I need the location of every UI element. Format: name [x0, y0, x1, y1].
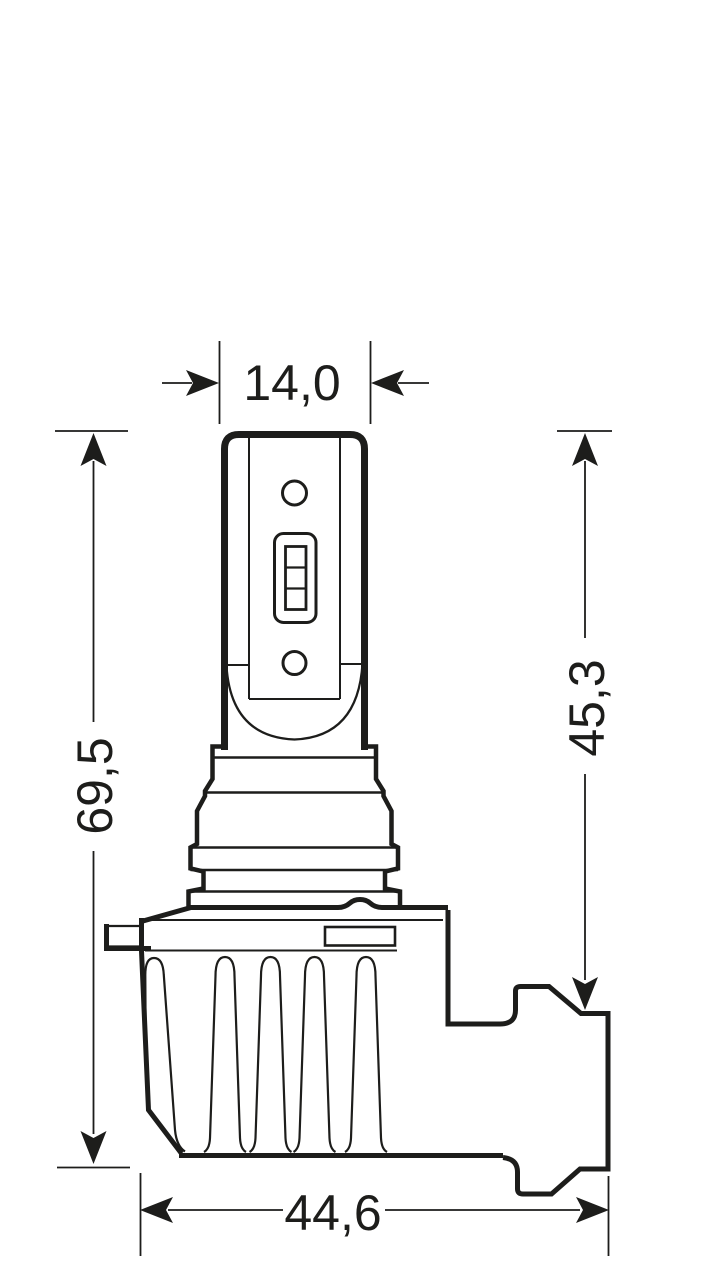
- dim-arrow-right: [576, 1197, 609, 1223]
- collar-ring-lines: [188, 756, 400, 893]
- connector-outline: [445, 910, 611, 1197]
- dim-label-bottom-width: 44,6: [284, 1185, 381, 1241]
- dim-arrow-right: [186, 370, 219, 396]
- fin-slot-3: [292, 955, 337, 1153]
- connector-plug: [445, 910, 611, 1197]
- bulb-head-outline: [221, 431, 368, 750]
- heatsink-fins: [144, 955, 388, 1153]
- base-band-lines: [145, 919, 443, 952]
- dim-lines: [55, 430, 130, 1169]
- dim-bottom-width: 44,6: [139, 1173, 610, 1256]
- dim-right-height: 45,3: [557, 430, 615, 1010]
- dim-extension-lines: [162, 341, 429, 424]
- dim-label-overall-height: 69,5: [67, 737, 123, 834]
- dim-label-right-height: 45,3: [559, 659, 615, 756]
- collar-profile-right: [365, 744, 403, 909]
- dim-top-width: 14,0: [162, 341, 429, 424]
- dim-arrow-down: [572, 977, 598, 1010]
- heatsink-base: [104, 896, 503, 1158]
- dim-lines: [557, 430, 612, 980]
- collar-profile-left: [186, 744, 224, 909]
- dim-arrow-up: [572, 433, 598, 466]
- bulb-face-lines: [227, 437, 362, 700]
- screw-hole-top: [281, 479, 308, 507]
- left-tab-outline: [106, 924, 141, 948]
- collar-flanges: [186, 744, 403, 909]
- led-window-slot: [273, 532, 318, 624]
- dim-arrow-left: [140, 1197, 173, 1223]
- dim-overall-height: 69,5: [55, 430, 130, 1169]
- screw-hole-bottom: [281, 650, 308, 676]
- fin-slot-1: [203, 955, 247, 1153]
- dim-arrow-up: [80, 433, 107, 466]
- fin-slot-2: [248, 955, 293, 1153]
- dim-arrow-down: [80, 1131, 107, 1164]
- dim-arrow-left: [371, 370, 404, 396]
- base-right-detail-rect: [323, 925, 397, 947]
- led-chip: [284, 545, 308, 611]
- fin-slot-4: [344, 955, 388, 1153]
- fin-slot-0: [144, 956, 186, 1153]
- dim-lines: [139, 1173, 610, 1256]
- base-top-edge-with-clip-bump: [142, 896, 448, 924]
- bulb-head: [221, 431, 368, 750]
- dim-label-top-width: 14,0: [243, 355, 340, 411]
- led-chip-segments: [286, 566, 306, 590]
- heatsink-left-edge: [139, 918, 184, 1156]
- bulb-dome-arc: [225, 663, 364, 741]
